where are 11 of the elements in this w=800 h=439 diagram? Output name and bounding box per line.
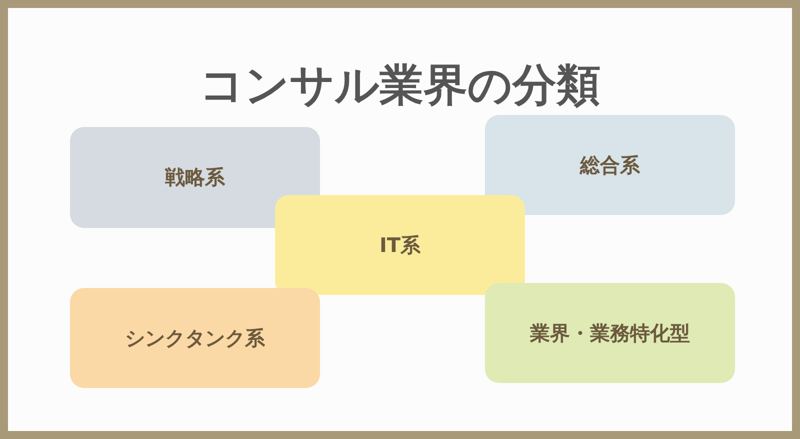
category-label: 業界・業務特化型 — [530, 320, 690, 346]
category-label: 戦略系 — [165, 164, 225, 191]
category-box — [485, 115, 735, 215]
category-box — [485, 283, 735, 383]
category-label: 総合系 — [580, 152, 640, 178]
category-box — [70, 127, 320, 228]
title: コンサル業界の分類 — [198, 59, 602, 113]
category-box — [70, 288, 320, 388]
category-box — [275, 195, 525, 295]
category-label: IT系 — [379, 232, 421, 258]
category-label: シンクタンク系 — [125, 324, 265, 352]
